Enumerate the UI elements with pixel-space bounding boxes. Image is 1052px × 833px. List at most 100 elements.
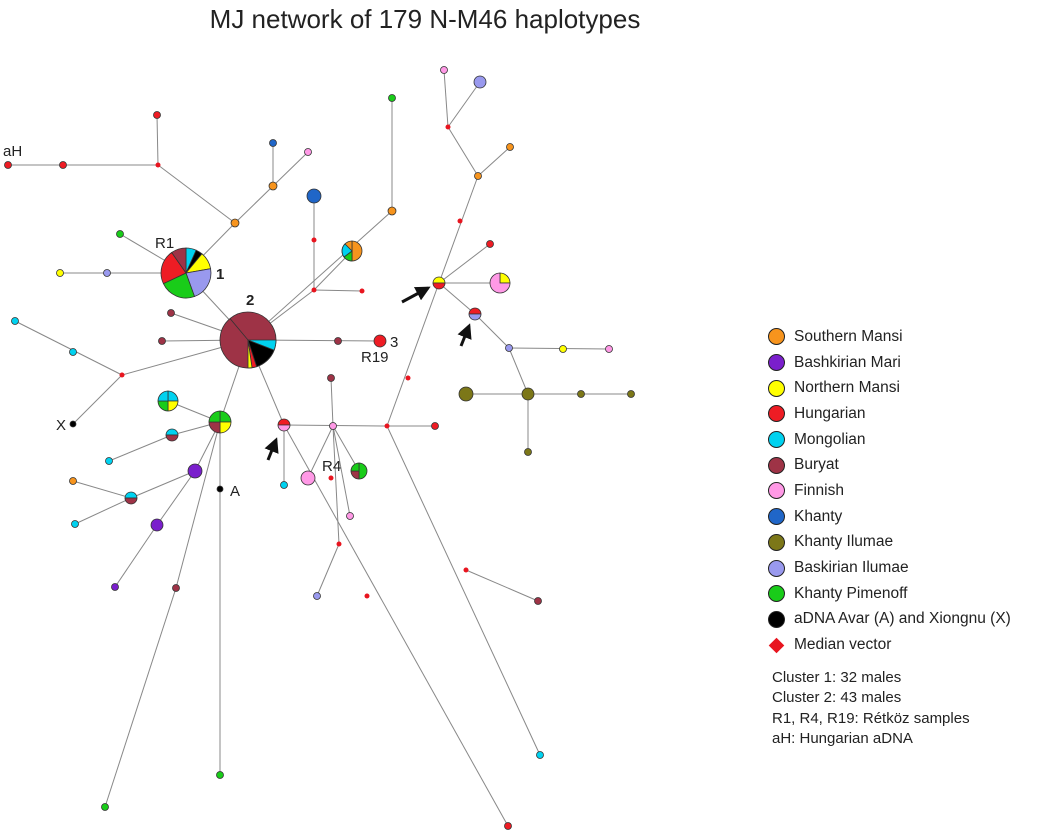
node-khanty-ilumae [627, 390, 635, 398]
node-baskirian-ilumae [473, 75, 487, 89]
arrow [401, 286, 431, 304]
arrows [264, 286, 472, 461]
legend-label: aDNA Avar (A) and Xiongnu (X) [794, 610, 1011, 628]
median-vector [384, 423, 390, 429]
node-finnish [304, 148, 312, 156]
legend-color-swatch [768, 379, 785, 397]
mixed-node [277, 418, 291, 432]
edge [104, 587, 177, 808]
legend-item: Khanty [768, 504, 1052, 530]
edge [438, 175, 479, 284]
node-hungarian [431, 422, 439, 430]
legend-label: Mongolian [794, 430, 866, 448]
node-finnish [605, 345, 613, 353]
label-cluster-2: 2 [246, 292, 254, 309]
legend-item: Hungarian [768, 401, 1052, 427]
edge [465, 569, 539, 602]
node-hungarian [373, 334, 387, 348]
edge [272, 151, 309, 187]
cluster-1-pie [160, 247, 212, 299]
legend-note: aH: Hungarian aDNA [772, 730, 913, 748]
node-khanty-ilumae [524, 448, 532, 456]
legend-item: Khanty Ilumae [768, 530, 1052, 556]
median-vector [311, 237, 317, 243]
node-adna-xiongnu [69, 420, 77, 428]
node-finnish [329, 422, 337, 430]
legend-label: Buryat [794, 456, 839, 474]
mixed-node [124, 491, 138, 505]
edge [477, 146, 511, 177]
node-mongolian [11, 317, 19, 325]
cluster-2-pie [219, 311, 277, 369]
edge [234, 185, 274, 224]
node-bashkirian-mari [111, 583, 119, 591]
label-cluster-3: 3 [390, 334, 398, 351]
legend-item: Northern Mansi [768, 375, 1052, 401]
mixed-node [341, 240, 363, 262]
mixed-node [468, 307, 482, 321]
legend-label: Baskirian Ilumae [794, 559, 909, 577]
node-finnish [300, 470, 316, 486]
mixed-node [208, 410, 232, 434]
node-khanty [269, 139, 277, 147]
median-vector [328, 475, 334, 481]
edge [156, 114, 159, 166]
node-khanty [306, 188, 322, 204]
node-southern-mansi [230, 218, 240, 228]
label-x: X [56, 417, 66, 434]
legend-label: Finnish [794, 481, 844, 499]
node-khanty-ilumae [521, 387, 535, 401]
node-bashkirian-mari [150, 518, 164, 532]
legend-item: aDNA Avar (A) and Xiongnu (X) [768, 607, 1052, 633]
mixed-node [350, 462, 368, 480]
edge [307, 425, 334, 479]
node-khanty-pimenoff [216, 771, 224, 779]
edge [386, 282, 440, 427]
legend-diamond-marker [768, 637, 785, 653]
edge [508, 347, 529, 395]
edge [114, 524, 158, 588]
legend-label: Southern Mansi [794, 327, 903, 345]
node-baskirian-ilumae [313, 592, 321, 600]
median-vector [155, 162, 161, 168]
node-bashkirian-mari [187, 463, 203, 479]
legend-color-swatch [768, 585, 785, 603]
mixed-node [432, 276, 446, 290]
arrow [457, 323, 472, 347]
node-khanty-pimenoff [388, 94, 396, 102]
edge [508, 347, 610, 350]
node-buryat [327, 374, 335, 382]
legend-item: Baskirian Ilumae [768, 555, 1052, 581]
legend-color-swatch [768, 431, 785, 449]
edge [386, 425, 541, 756]
edge [438, 282, 476, 315]
edge [14, 320, 123, 376]
legend-label: Khanty Ilumae [794, 533, 894, 551]
legend-item: Khanty Pimenoff [768, 581, 1052, 607]
edge [332, 425, 360, 472]
legend-item: Finnish [768, 478, 1052, 504]
node-hungarian [59, 161, 67, 169]
node-finnish [346, 512, 354, 520]
edge [247, 210, 393, 341]
haplotype-network: 1 2 3 R1 R4 R19 aH X A [3, 66, 635, 830]
median-vector [119, 372, 125, 378]
node-hungarian [486, 240, 494, 248]
node-hungarian [504, 822, 512, 830]
label-r1: R1 [155, 235, 174, 252]
node-mongolian [280, 481, 288, 489]
legend-item: Buryat [768, 452, 1052, 478]
node-southern-mansi [69, 477, 77, 485]
node-khanty-pimenoff [116, 230, 124, 238]
legend-color-swatch [768, 610, 785, 628]
median-vector [336, 541, 342, 547]
node-northern-mansi [56, 269, 64, 277]
node-southern-mansi [387, 206, 397, 216]
edge [332, 425, 351, 517]
edge [108, 434, 173, 462]
edge [330, 377, 334, 427]
median-vector [405, 375, 411, 381]
legend-color-swatch [768, 405, 785, 423]
